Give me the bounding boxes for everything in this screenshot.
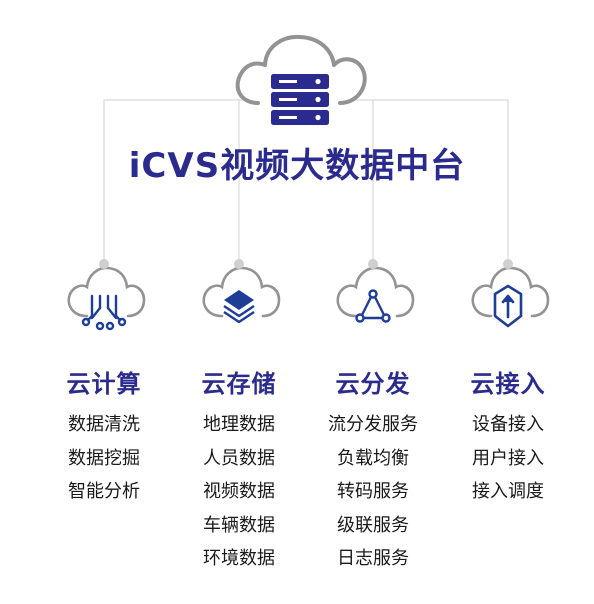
column-access: 云接入 设备接入 用户接入 接入调度	[433, 368, 583, 509]
list-item: 车辆数据	[203, 514, 275, 536]
column-title-distribution: 云分发	[335, 370, 411, 398]
column-cloud-outline	[471, 266, 550, 318]
column-title-access: 云接入	[470, 370, 546, 398]
list-item: 地理数据	[203, 414, 275, 435]
share-nodes-icon	[336, 259, 415, 323]
column-storage: 云存储 地理数据 人员数据 视频数据 车辆数据 环境数据	[164, 368, 314, 576]
column-distribution: 云分发 流分发服务 负载均衡 转码服务 级联服务 日志服务	[298, 368, 448, 576]
list-item: 级联服务	[337, 514, 409, 536]
list-item: 转码服务	[337, 481, 409, 502]
server-unit-3	[271, 110, 329, 125]
column-compute: 云计算 数据清洗 数据挖掘 智能分析	[29, 368, 179, 509]
list-item: 日志服务	[337, 548, 409, 569]
column-cloud-outline	[67, 266, 146, 318]
top-cloud-outline	[235, 34, 367, 105]
list-item: 数据清洗	[68, 414, 140, 435]
connector-dot	[368, 259, 378, 269]
connector-dot	[503, 259, 513, 269]
page-title: iCVS视频大数据中台	[128, 146, 466, 186]
server-unit-1	[271, 74, 329, 89]
list-item: 智能分析	[68, 481, 140, 502]
list-item: 用户接入	[472, 447, 544, 469]
connector-lines	[103, 99, 509, 262]
connector-line-compute	[103, 99, 250, 262]
column-title-compute: 云计算	[66, 370, 142, 398]
list-item: 流分发服务	[328, 414, 418, 435]
connector-line-access	[345, 99, 509, 262]
list-item: 视频数据	[203, 481, 275, 502]
column-icons	[67, 259, 550, 331]
list-item: 负载均衡	[337, 447, 409, 469]
column-title-storage: 云存储	[201, 370, 277, 398]
list-item: 接入调度	[472, 481, 544, 502]
connector-dot	[99, 259, 109, 269]
connector-dot	[234, 259, 244, 269]
circuit-board-icon	[67, 259, 146, 331]
upload-arrow-icon	[471, 259, 550, 328]
server-rack-icon	[271, 74, 329, 125]
list-item: 数据挖掘	[68, 447, 140, 469]
list-item: 环境数据	[203, 548, 275, 569]
list-item: 人员数据	[203, 447, 275, 469]
layers-stack-icon	[202, 259, 281, 324]
server-rack-cloud-icon	[235, 34, 367, 125]
list-item: 设备接入	[472, 414, 544, 435]
server-unit-2	[271, 92, 329, 107]
